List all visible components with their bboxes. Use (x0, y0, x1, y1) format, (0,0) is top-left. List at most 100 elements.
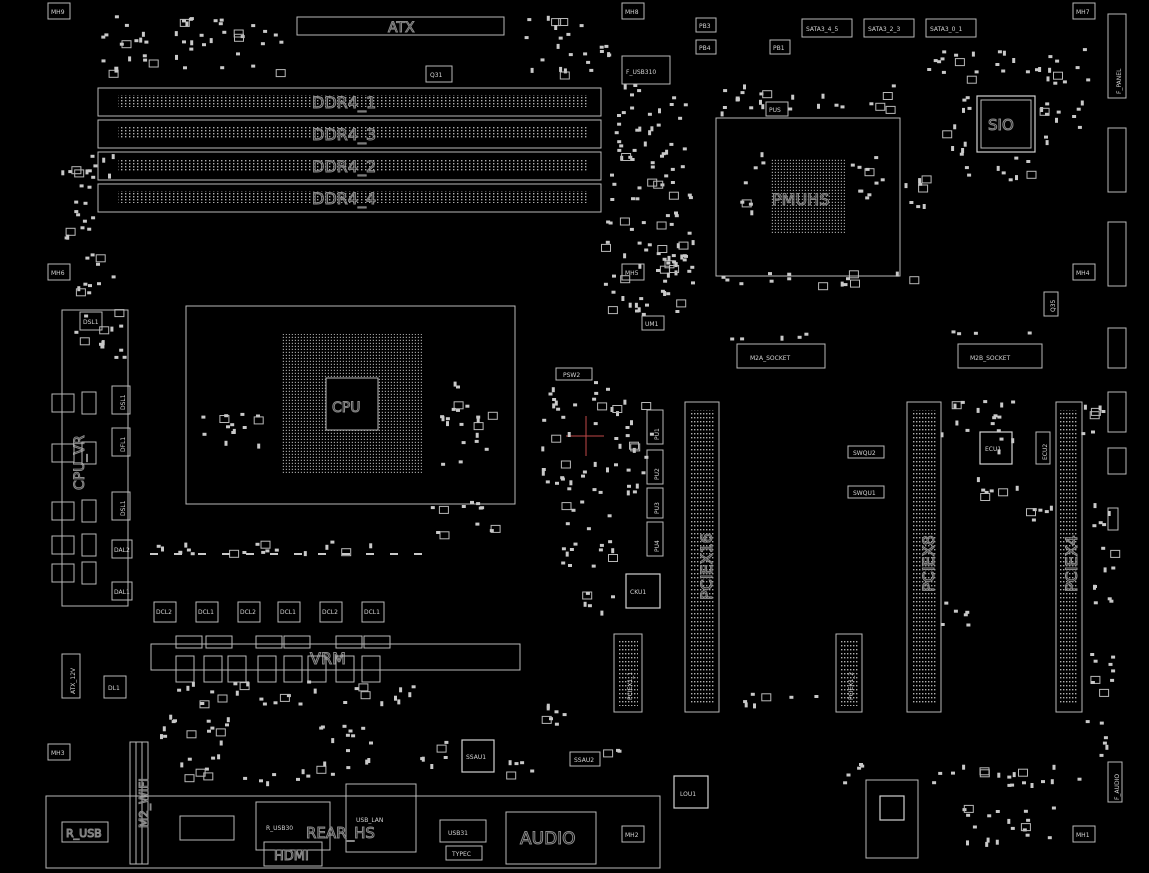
smd-pad (797, 335, 802, 339)
smd-pad (586, 527, 591, 531)
smd-pad (761, 161, 766, 165)
ssau2-label: SSAU2 (574, 757, 594, 764)
smd-pad (257, 443, 261, 449)
smd-pad (918, 184, 929, 193)
smd-pad (1107, 511, 1111, 516)
smd-pad (955, 420, 959, 426)
smd-pad (108, 69, 119, 78)
smd-pad (598, 548, 603, 552)
smd-pad (909, 201, 914, 204)
smd-pad (551, 387, 555, 393)
smd-pad (114, 355, 119, 359)
smd-pad (87, 169, 92, 173)
smd-pad (1050, 779, 1054, 785)
smd-pad (759, 99, 762, 105)
smd-pad (180, 762, 184, 768)
smd-pad (1000, 402, 1004, 408)
smd-pad (568, 53, 573, 57)
smd-pad (940, 623, 945, 626)
smd-pad (186, 730, 197, 739)
smd-pad (814, 695, 819, 698)
ddr4-slot-1: DDR4_1 (97, 87, 602, 117)
smd-pad (1110, 549, 1121, 558)
smd-pad (219, 740, 223, 746)
dal1-label: DAL1 (114, 589, 130, 596)
smd-pad (1090, 407, 1101, 416)
smd-pad (556, 407, 561, 411)
smd-pad (666, 292, 671, 296)
smd-pad (966, 813, 971, 817)
smd-pad (942, 130, 953, 139)
smd-pad (458, 460, 463, 464)
smd-pad (664, 174, 669, 178)
smd-pad (554, 25, 558, 30)
smd-pad (1103, 736, 1108, 740)
smd-pad (475, 432, 479, 438)
smd-pad (199, 33, 204, 37)
smd-pad (559, 71, 570, 80)
smd-pad (87, 227, 92, 231)
hdmi-label: HDMI (274, 849, 309, 864)
smd-pad (91, 216, 96, 220)
smd-pad (540, 58, 545, 62)
smd-pad (549, 717, 553, 721)
smd-pad (1077, 125, 1082, 129)
r-usb-label: R_USB (66, 827, 102, 840)
smd-pad (444, 740, 449, 744)
smd-pad (599, 543, 604, 547)
smd-pad (962, 107, 965, 113)
smd-pad (857, 165, 862, 169)
smd-pad (366, 553, 374, 555)
smd-pad (834, 103, 839, 107)
smd-pad (436, 531, 441, 534)
ecu2-label: ECU2 (1042, 444, 1049, 460)
smd-pad (761, 104, 765, 110)
smd-pad (1077, 777, 1082, 781)
smd-pad (753, 166, 758, 170)
smd-pad (179, 18, 190, 27)
smd-pad (265, 549, 270, 553)
smd-pad (546, 15, 550, 21)
smd-pad (966, 840, 969, 846)
smd-pad (611, 548, 615, 554)
smd-pad (962, 98, 967, 102)
smd-pad (740, 91, 745, 95)
rear-hs-label: REAR_HS (306, 824, 375, 843)
m2a-socket-label: M2A_SOCKET (750, 355, 791, 362)
smd-pad (665, 149, 669, 155)
smd-pad (122, 355, 127, 359)
smd-pad (791, 94, 795, 100)
smd-pad (867, 193, 872, 197)
ddr4-slot-3: DDR4_3 (97, 119, 602, 149)
smd-pad (114, 309, 125, 318)
smd-pad (186, 548, 191, 552)
smd-pad (199, 700, 210, 709)
smd-pad (600, 610, 604, 616)
smd-pad (663, 291, 667, 296)
smd-pad (369, 741, 373, 745)
smd-pad (635, 483, 639, 489)
smd-pad (566, 32, 571, 36)
smd-pad (273, 701, 278, 705)
smd-pad (951, 146, 955, 151)
smd-pad (95, 254, 106, 263)
smd-pad (1018, 768, 1028, 777)
smd-pad (1048, 55, 1053, 59)
smd-pad (232, 428, 236, 434)
smd-pad (150, 553, 158, 555)
smd-pad (607, 514, 612, 518)
smd-pad (84, 314, 89, 318)
smd-pad (456, 408, 460, 412)
pus-component: PUS (765, 101, 789, 117)
smd-pad (1093, 584, 1096, 590)
smd-pad (656, 269, 660, 272)
smd-pad (542, 418, 547, 422)
smd-pad (211, 756, 216, 760)
m2-wifi-label: M2_WIFI (137, 778, 151, 828)
smd-pad (217, 754, 221, 760)
f-audio-label: F_AUDIO (1114, 774, 1121, 800)
sio-label: SIO (988, 116, 1014, 134)
smd-pad (1080, 100, 1084, 106)
smd-pad (200, 702, 205, 705)
smd-pad (275, 69, 286, 78)
